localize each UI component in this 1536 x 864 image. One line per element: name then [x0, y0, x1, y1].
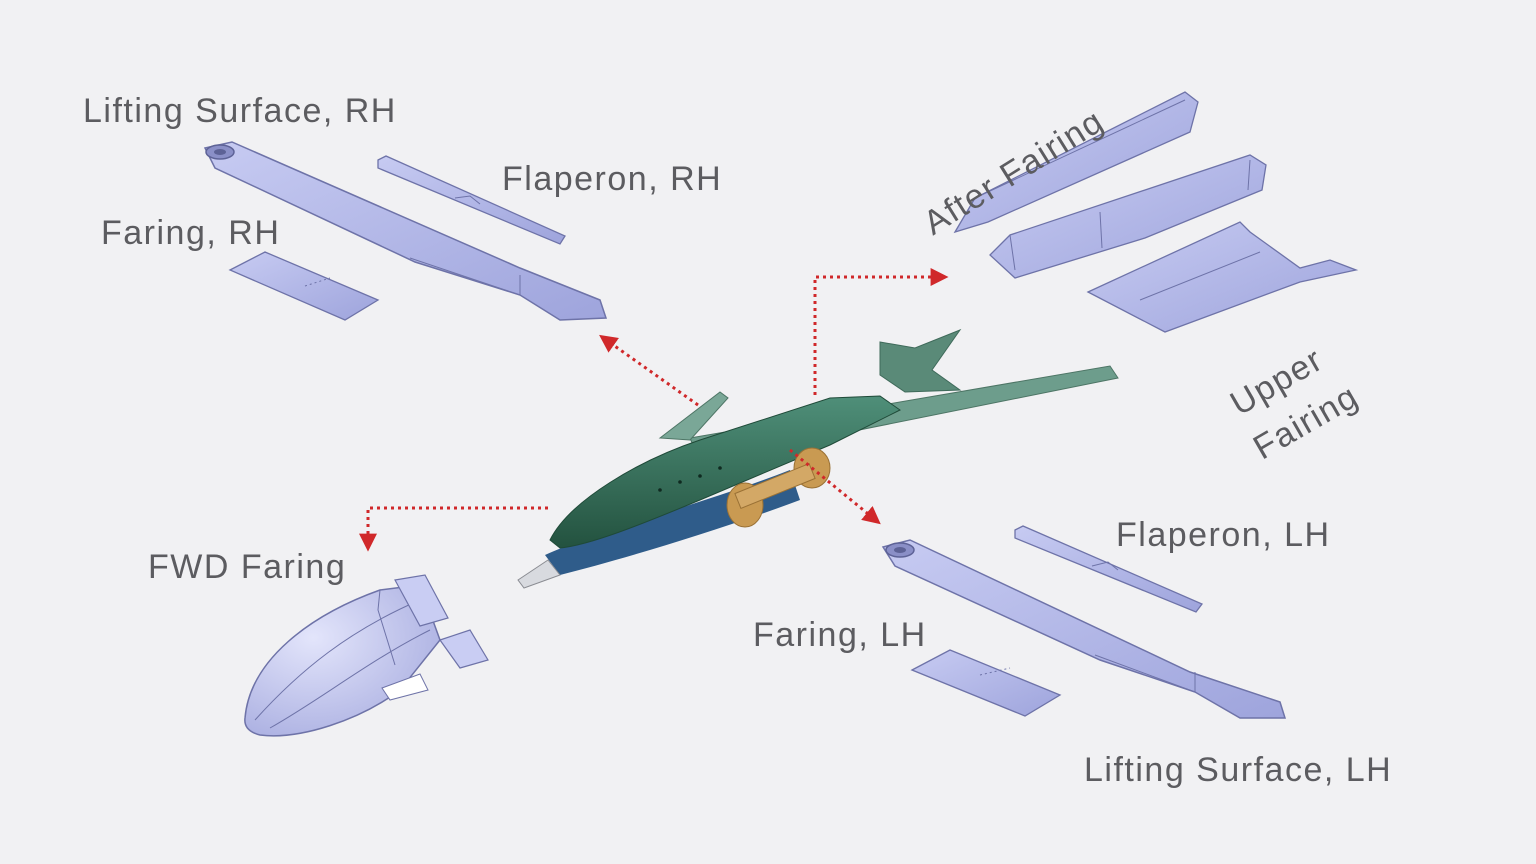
callout-arrows	[359, 268, 949, 552]
arrow-to-lifting-surface-rh	[599, 334, 699, 407]
faring-rh-part	[228, 251, 380, 321]
upper-fairing-part	[1086, 221, 1359, 333]
flaperon-rh-part	[377, 155, 566, 245]
arrow-to-lifting-surface-lh	[789, 448, 881, 525]
arrow-to-after-fairing	[813, 268, 949, 395]
label-fwd-faring: FWD Faring	[148, 548, 347, 586]
fwd-faring-part	[244, 574, 489, 737]
lifting-surface-rh-part	[203, 141, 608, 321]
after-fairing-part	[953, 91, 1199, 234]
label-faring-lh: Faring, LH	[753, 616, 927, 654]
faring-lh-part	[910, 649, 1062, 717]
center-fairing-part	[989, 154, 1267, 279]
label-flaperon-lh: Flaperon, LH	[1116, 516, 1331, 554]
aircraft-assembly	[517, 328, 1119, 589]
label-faring-rh: Faring, RH	[101, 214, 281, 252]
lifting-surface-lh-part	[881, 539, 1287, 719]
label-lifting-surface-lh: Lifting Surface, LH	[1084, 751, 1393, 789]
label-flaperon-rh: Flaperon, RH	[502, 160, 723, 198]
label-lifting-surface-rh: Lifting Surface, RH	[83, 92, 397, 130]
flaperon-lh-part	[1014, 525, 1204, 613]
arrow-to-fwd-faring	[359, 506, 548, 552]
